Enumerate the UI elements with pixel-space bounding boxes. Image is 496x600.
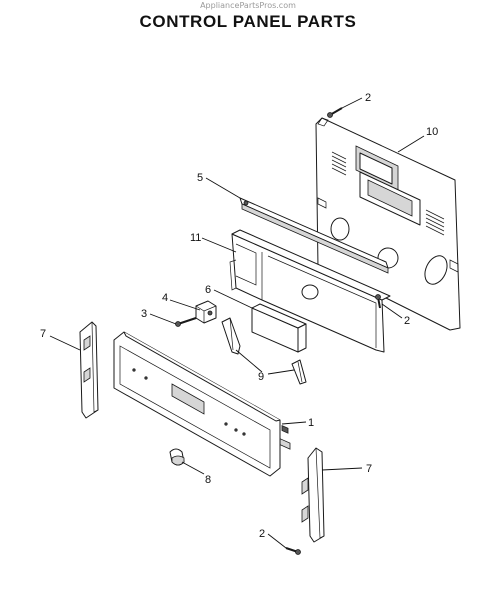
part-2-screw-right: [375, 294, 381, 309]
callout-3: 3: [141, 308, 147, 320]
right-vent-slots: [425, 209, 445, 236]
part-3-screw: [175, 317, 197, 327]
part-4-switch: [195, 300, 217, 324]
part-5-trim-strip: [239, 197, 389, 274]
part-9-clip-lower: [291, 359, 307, 385]
callout-2-right: 2: [404, 315, 410, 327]
part-9-clip-upper: [221, 317, 241, 355]
callout-2-top: 2: [365, 92, 371, 104]
part-2-screw-top: [327, 107, 343, 118]
part-7-end-cap-left: [79, 321, 99, 419]
callout-2-bottom: 2: [259, 528, 265, 540]
callout-11: 11: [190, 232, 201, 244]
watermark: AppliancePartsPros.com: [200, 1, 296, 10]
page-title: CONTROL PANEL PARTS: [139, 12, 357, 31]
callout-9: 9: [258, 371, 264, 383]
callout-7-right: 7: [366, 463, 372, 475]
callout-10: 10: [426, 126, 438, 138]
callout-5: 5: [197, 172, 203, 184]
callout-4: 4: [162, 292, 168, 304]
part-10-rear-panel: [315, 117, 461, 331]
left-vent-slots: [331, 151, 347, 176]
callout-1: 1: [308, 417, 314, 429]
callout-8: 8: [205, 474, 211, 486]
part-1-control-panel-face: [113, 331, 281, 477]
part-11-bracket: [229, 229, 391, 353]
callout-6: 6: [205, 284, 211, 296]
part-8-knob: [169, 448, 185, 466]
callout-7-left: 7: [40, 328, 46, 340]
part-7-end-cap-right: [301, 447, 325, 543]
part-2-screw-bottom: [285, 547, 301, 555]
leader-lines: [49, 97, 425, 549]
